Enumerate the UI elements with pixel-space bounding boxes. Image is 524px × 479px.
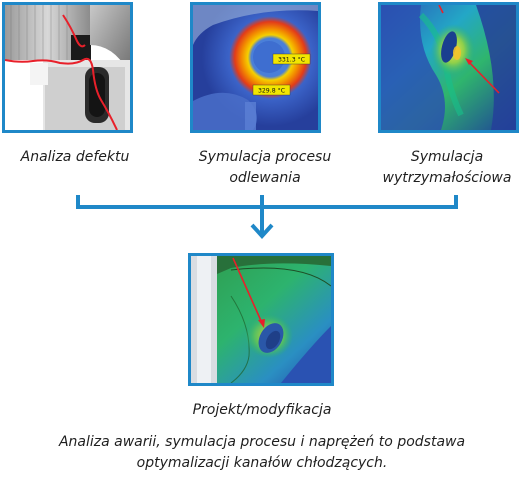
- footer-text-line1: Analiza awarii, symulacja procesu i napr…: [58, 434, 466, 450]
- caption-strength-simulation-line1: Symulacja: [410, 149, 484, 165]
- caption-strength-simulation-line2: wytrzymałościowa: [382, 170, 512, 186]
- strength-simulation-image: [378, 2, 519, 133]
- casting-simulation-image: 331.3 °C 329.8 °C: [190, 2, 321, 133]
- caption-casting-simulation-line1: Symulacja procesu: [198, 149, 332, 165]
- defect-analysis-image: [2, 2, 133, 133]
- connector-arrow: [76, 195, 458, 239]
- footer-text-line2: optymalizacji kanałów chłodzących.: [136, 455, 388, 471]
- caption-design-modification: Projekt/modyfikacja: [192, 402, 332, 418]
- design-modification-image: [188, 253, 334, 386]
- caption-defect-analysis: Analiza defektu: [20, 149, 130, 165]
- caption-casting-simulation-line2: odlewania: [229, 170, 301, 186]
- temperature-label-1: 331.3 °C: [278, 56, 305, 64]
- temperature-label-2: 329.8 °C: [258, 87, 285, 95]
